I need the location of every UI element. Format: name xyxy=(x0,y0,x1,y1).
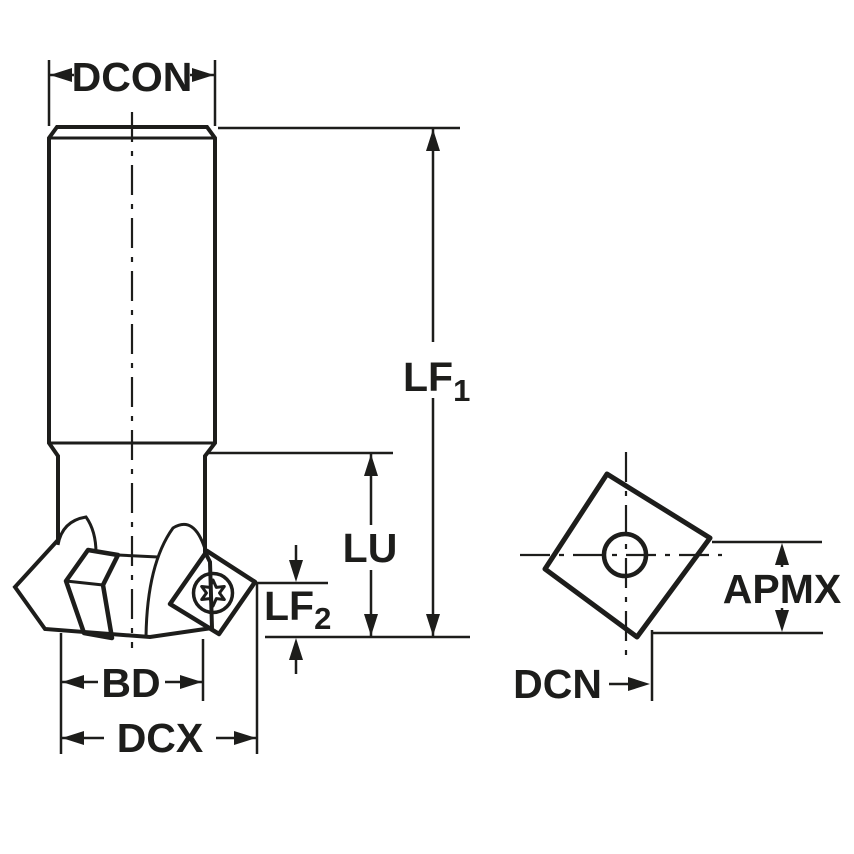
apmx-arrow-down-icon xyxy=(775,610,789,632)
insert-pocket-line xyxy=(117,553,159,559)
insert-center-hole xyxy=(601,531,649,579)
dimension-annotations: DCON LF1 LU LF2 xyxy=(47,54,841,761)
square-insert xyxy=(542,471,713,640)
front-insert xyxy=(167,548,258,637)
bd-arrow-right-icon xyxy=(180,675,202,689)
lf2-arrow-down-icon xyxy=(289,560,303,582)
dcx-label: DCX xyxy=(117,715,204,761)
dcn-label: DCN xyxy=(513,661,602,707)
dcx-arrow-right-icon xyxy=(234,731,256,745)
lf1-arrow-up-icon xyxy=(426,129,440,151)
dimension-dcon: DCON xyxy=(47,54,217,126)
side-insert-fold-line xyxy=(65,579,104,587)
left-flute-curve xyxy=(56,515,98,554)
lf2-label: LF2 xyxy=(264,583,331,636)
dcon-arrow-left-icon xyxy=(50,68,72,82)
lf1-arrow-down-icon xyxy=(426,614,440,636)
dimension-lf2: LF2 xyxy=(256,545,331,674)
lf1-label: LF1 xyxy=(403,354,470,408)
torx-star xyxy=(200,578,226,608)
right-flute-curve xyxy=(144,522,207,638)
apmx-label: APMX xyxy=(723,566,841,612)
cutter-body xyxy=(12,125,217,640)
dimension-lu: LU xyxy=(207,451,398,636)
screw-head-circle xyxy=(191,571,235,615)
dimension-apmx: APMX xyxy=(652,540,841,635)
apmx-arrow-up-icon xyxy=(775,543,789,565)
torx-screw-icon xyxy=(191,571,235,615)
dcon-arrow-right-icon xyxy=(192,68,214,82)
dcx-arrow-left-icon xyxy=(62,731,84,745)
lu-label: LU xyxy=(343,525,398,571)
dimension-bd: BD xyxy=(59,633,205,754)
lu-arrow-up-icon xyxy=(364,454,378,476)
dimension-dcx: DCX xyxy=(62,584,259,761)
lf2-arrow-up-icon xyxy=(289,638,303,660)
bd-label: BD xyxy=(101,660,160,706)
dimension-lf1: LF1 xyxy=(218,126,470,636)
cutter-side-view xyxy=(12,112,258,648)
insert-top-view xyxy=(520,452,722,655)
side-insert xyxy=(63,547,121,641)
dcn-arrow-right-icon xyxy=(628,677,650,691)
bd-arrow-left-icon xyxy=(62,675,84,689)
lu-arrow-down-icon xyxy=(364,614,378,636)
dimension-dcn: DCN xyxy=(513,630,654,707)
dcon-label: DCON xyxy=(72,54,193,100)
